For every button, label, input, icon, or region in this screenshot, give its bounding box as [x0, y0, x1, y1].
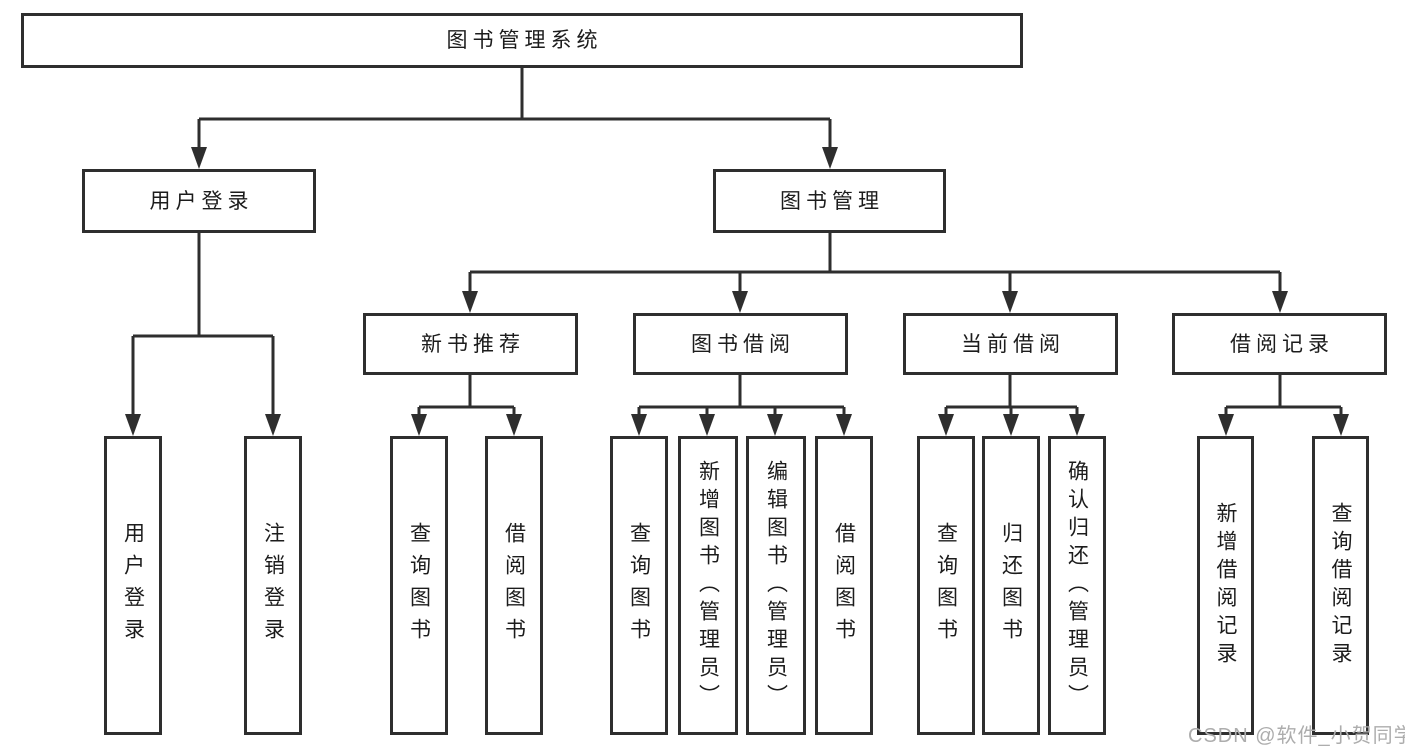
- connector-borrow-records-to-leaves: [1218, 375, 1349, 436]
- leaf-user-login: 用户登录: [104, 436, 162, 735]
- arrow-down-icon: [1002, 291, 1018, 313]
- arrow-down-icon: [938, 414, 954, 436]
- leaf-label: 查询图书: [407, 521, 431, 650]
- arrow-down-icon: [265, 414, 281, 436]
- leaf-label: 查询图书: [627, 521, 651, 650]
- arrow-down-icon: [767, 414, 783, 436]
- node-current-borrow: 当前借阅: [903, 313, 1118, 375]
- arrow-down-icon: [125, 414, 141, 436]
- leaf-label: 借阅图书: [832, 521, 856, 650]
- arrow-down-icon: [1272, 291, 1288, 313]
- leaf-query-books-recommend: 查询图书: [390, 436, 448, 735]
- leaf-label: 借阅图书: [502, 521, 526, 650]
- leaf-label: 归还图书: [999, 521, 1023, 650]
- connector-book-borrow-to-leaves: [631, 375, 852, 436]
- csdn-watermark: CSDN @软件_小贺同学: [1188, 725, 1405, 747]
- leaf-return-books: 归还图书: [982, 436, 1040, 735]
- arrow-down-icon: [1069, 414, 1085, 436]
- connector-root-to-level2: [191, 68, 838, 169]
- leaf-label: 确认归还（管理员）: [1065, 459, 1089, 712]
- leaf-add-borrow-record: 新增借阅记录: [1197, 436, 1254, 735]
- arrow-down-icon: [1218, 414, 1234, 436]
- leaf-confirm-return-admin: 确认归还（管理员）: [1048, 436, 1106, 735]
- leaf-label: 新增借阅记录: [1214, 501, 1237, 670]
- node-new-book-recommend: 新书推荐: [363, 313, 578, 375]
- arrow-down-icon: [1333, 414, 1349, 436]
- arrow-down-icon: [631, 414, 647, 436]
- leaf-label: 用户登录: [121, 521, 145, 650]
- leaf-label: 查询图书: [934, 521, 958, 650]
- arrow-down-icon: [699, 414, 715, 436]
- leaf-label: 注销登录: [261, 521, 285, 650]
- arrow-down-icon: [191, 147, 207, 169]
- connector-current-borrow-to-leaves: [938, 375, 1085, 436]
- leaf-label: 查询借阅记录: [1329, 501, 1352, 670]
- arrow-down-icon: [732, 291, 748, 313]
- node-user-login-group: 用户登录: [82, 169, 316, 233]
- arrow-down-icon: [411, 414, 427, 436]
- leaf-edit-books-admin: 编辑图书（管理员）: [746, 436, 806, 735]
- node-root-system: 图书管理系统: [21, 13, 1023, 68]
- connector-book-management-to-level3: [462, 233, 1288, 313]
- arrow-down-icon: [822, 147, 838, 169]
- arrow-down-icon: [506, 414, 522, 436]
- node-borrow-records: 借阅记录: [1172, 313, 1387, 375]
- leaf-borrow-books-recommend: 借阅图书: [485, 436, 543, 735]
- node-book-borrow: 图书借阅: [633, 313, 848, 375]
- leaf-borrow-books: 借阅图书: [815, 436, 873, 735]
- leaf-query-books-borrow: 查询图书: [610, 436, 668, 735]
- leaf-add-books-admin: 新增图书（管理员）: [678, 436, 738, 735]
- arrow-down-icon: [1003, 414, 1019, 436]
- arrow-down-icon: [462, 291, 478, 313]
- connector-new-book-to-leaves: [411, 375, 522, 436]
- leaf-label: 编辑图书（管理员）: [764, 459, 788, 712]
- leaf-query-books-current: 查询图书: [917, 436, 975, 735]
- leaf-label: 新增图书（管理员）: [696, 459, 720, 712]
- connector-user-login-to-leaves: [125, 233, 281, 436]
- node-book-management: 图书管理: [713, 169, 946, 233]
- arrow-down-icon: [836, 414, 852, 436]
- leaf-query-borrow-record: 查询借阅记录: [1312, 436, 1369, 735]
- leaf-logout: 注销登录: [244, 436, 302, 735]
